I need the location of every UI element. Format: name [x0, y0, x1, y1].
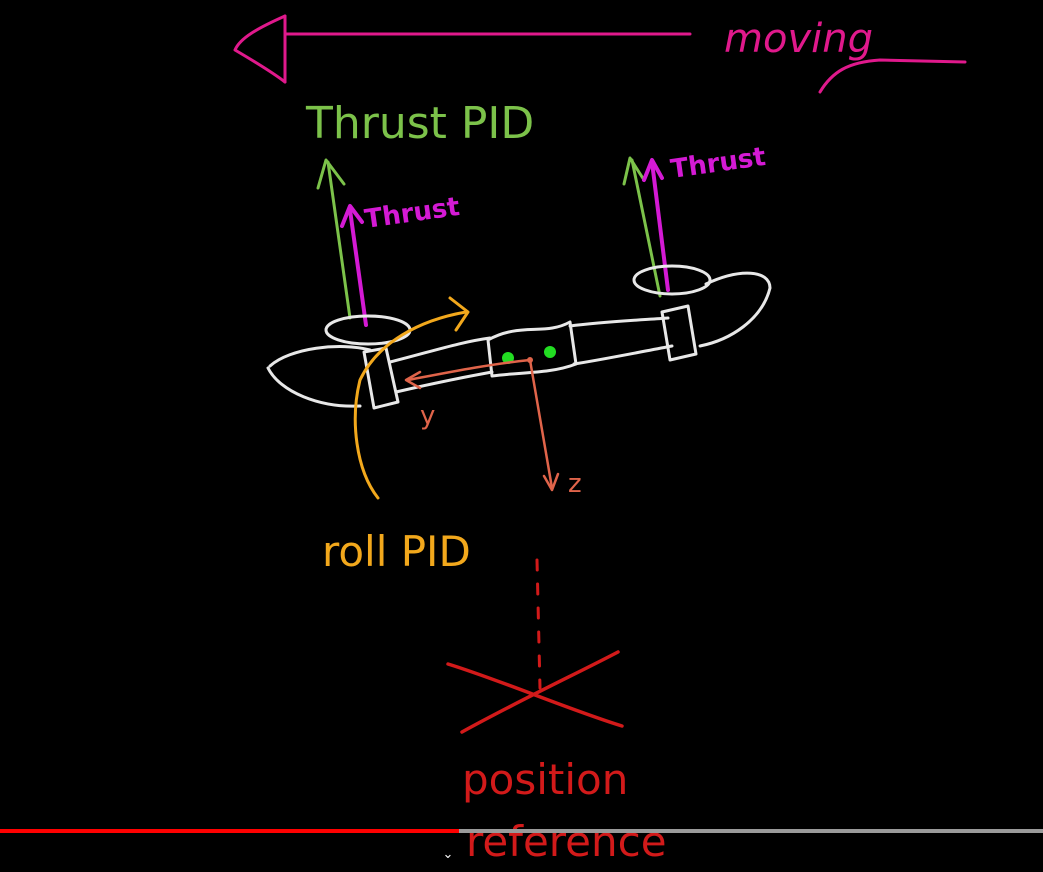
thrust-right-label: Thrust: [669, 142, 768, 185]
axis-y-label: y: [420, 401, 435, 431]
drone-body: [486, 320, 578, 378]
motor-left: [362, 346, 400, 410]
position-reference-marker: [446, 650, 624, 734]
video-progress-bar[interactable]: [0, 829, 1043, 833]
position-reference-label-line1: position: [462, 755, 628, 804]
drone-light-right: [544, 346, 556, 358]
thrust-arrow-right: [642, 158, 670, 292]
position-reference-line: [535, 558, 542, 690]
thrust-pid-label: Thrust PID: [305, 98, 534, 149]
axis-y: [406, 358, 532, 382]
propeller-left-blade: [266, 345, 372, 408]
thrust-arrow-left: [340, 204, 368, 327]
axis-origin: [527, 357, 533, 363]
drone-arm-bottom: [394, 344, 674, 394]
drone-arm-top: [388, 316, 670, 364]
moving-label: moving: [724, 16, 873, 62]
thrust-pid-arrow-left: [316, 158, 352, 320]
chevron-down-icon[interactable]: ⌄: [442, 847, 454, 862]
thrust-pid-arrow-right: [622, 156, 662, 298]
drone: [266, 264, 772, 410]
axis-z: [528, 358, 554, 490]
propeller-right-top: [632, 264, 712, 296]
axis-z-label: z: [568, 469, 582, 499]
body-axes: [404, 358, 560, 492]
thrust-left-label: Thrust: [363, 192, 462, 235]
video-progress-played: [0, 829, 459, 833]
propeller-right-blade: [698, 271, 772, 348]
roll-pid-arrow: [353, 296, 470, 500]
roll-pid-label: roll PID: [322, 527, 471, 576]
position-reference-label-line2: reference: [466, 817, 667, 866]
moving-arrow: [233, 14, 967, 94]
drone-light-left: [502, 352, 514, 364]
motor-right: [660, 304, 698, 362]
